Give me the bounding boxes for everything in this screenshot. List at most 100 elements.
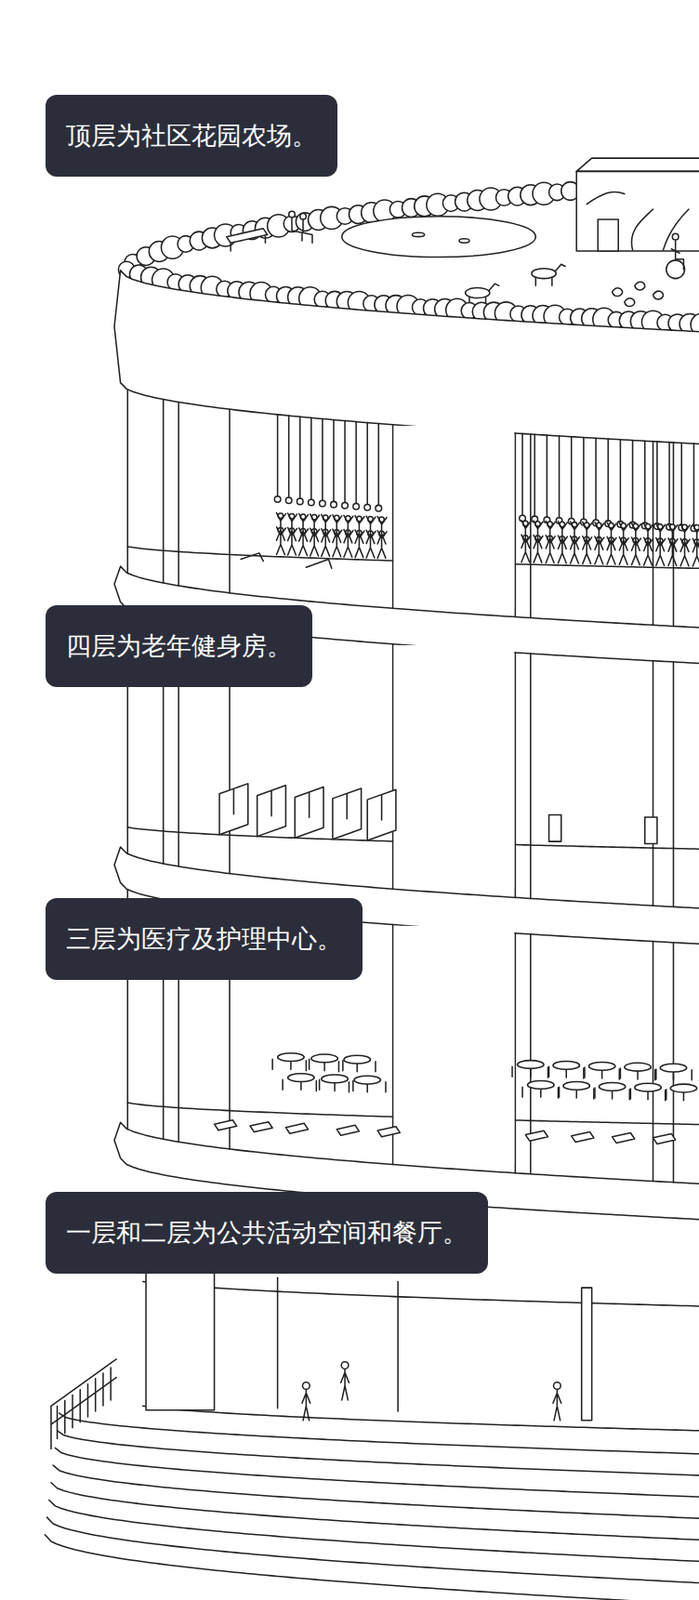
- hanging-ring-rope: [594, 437, 597, 520]
- ground-floor-line: [143, 1405, 699, 1430]
- chair: [583, 1068, 621, 1079]
- mullion: [514, 933, 517, 1174]
- step: [47, 1516, 699, 1583]
- mullion: [127, 389, 130, 574]
- hanging-ring-rope: [606, 438, 609, 521]
- lounge-chair: [377, 1126, 400, 1137]
- partition-screen: [367, 789, 396, 841]
- dining-table: [588, 1061, 616, 1070]
- chair: [619, 1068, 657, 1080]
- lounge-chair: [525, 1130, 548, 1141]
- dining-table: [624, 1062, 652, 1071]
- mullion: [529, 434, 532, 619]
- hanging-ring-rope: [310, 417, 313, 500]
- wall-panel: [394, 645, 515, 888]
- partition-pole: [345, 794, 348, 819]
- exerciser: [606, 522, 617, 551]
- hanging-ring: [296, 498, 304, 505]
- hanging-ring-rope: [619, 439, 622, 522]
- chair: [512, 1066, 550, 1077]
- exerciser: [644, 523, 654, 552]
- label-box: 四层为老年健身房。: [45, 605, 313, 687]
- person-head: [300, 212, 307, 220]
- partition-screen: [294, 786, 324, 838]
- hanging-ring-rope: [632, 440, 634, 523]
- dining-table: [563, 1081, 591, 1091]
- person: [553, 1389, 562, 1421]
- pond-ripple: [412, 232, 425, 237]
- chair: [316, 1081, 354, 1092]
- dining-table: [634, 1082, 662, 1092]
- exerciser: [299, 513, 309, 541]
- pond-ripple: [459, 238, 470, 243]
- chicken: [634, 281, 646, 291]
- inner-floor-line: [514, 844, 699, 850]
- hanging-ring: [319, 500, 327, 507]
- step: [44, 1534, 699, 1600]
- hanging-ring-rope: [546, 435, 549, 517]
- hanging-ring-rope: [668, 442, 671, 525]
- mullion: [529, 653, 532, 898]
- exerciser: [557, 521, 568, 550]
- hanging-ring: [342, 501, 349, 509]
- greenhouse: [576, 171, 699, 251]
- mullion: [652, 941, 655, 1182]
- dining-table: [659, 1063, 687, 1072]
- exerciser: [533, 520, 543, 549]
- exerciser: [288, 513, 298, 541]
- baluster: [56, 1405, 59, 1438]
- exerciser: [570, 521, 581, 550]
- hanging-ring-rope: [680, 442, 683, 525]
- column: [276, 1277, 279, 1408]
- dining-table: [288, 1073, 316, 1082]
- hanging-ring-rope: [521, 433, 524, 515]
- label-text: 三层为医疗及护理中心。: [65, 923, 343, 954]
- seated-people: [291, 217, 313, 243]
- partition-screen: [257, 785, 287, 837]
- chair: [282, 1079, 320, 1090]
- lounge-chair: [285, 1122, 308, 1134]
- mullion: [177, 401, 180, 586]
- hanging-ring-rope: [644, 440, 647, 523]
- chair: [629, 1089, 667, 1100]
- partition-pole: [308, 792, 311, 818]
- exerciser: [343, 514, 354, 543]
- baluster: [109, 1367, 112, 1400]
- goat-legs: [535, 263, 566, 286]
- label-text: 顶层为社区花园农场。: [65, 120, 317, 151]
- door: [549, 815, 562, 843]
- exerciser: [332, 514, 343, 543]
- hanging-ring-rope: [656, 441, 659, 524]
- bench: [226, 228, 268, 251]
- exerciser: [668, 523, 678, 552]
- hanging-ring-rope: [332, 420, 335, 502]
- label-text: 一层和二层为公共活动空间和餐厅。: [65, 1217, 468, 1248]
- hanging-ring-rope: [378, 423, 381, 506]
- step: [57, 1430, 699, 1476]
- hanging-ring: [375, 504, 383, 512]
- mullion: [392, 644, 395, 889]
- exerciser: [521, 520, 531, 549]
- ground-floor-ceiling: [143, 1280, 699, 1306]
- exerciser: [619, 522, 629, 551]
- lounge-chair: [612, 1132, 635, 1143]
- hanging-ring-rope: [366, 422, 369, 505]
- person-head: [553, 1382, 562, 1390]
- person-head: [303, 1382, 311, 1390]
- exerciser: [366, 515, 376, 544]
- hanging-ring-rope: [276, 414, 279, 497]
- mullion: [514, 652, 517, 897]
- greenhouse-plants: [586, 191, 689, 251]
- person-head: [341, 1361, 349, 1370]
- mullion: [672, 942, 675, 1183]
- greenhouse-door: [597, 219, 619, 251]
- mullion: [162, 399, 165, 584]
- exerciser: [656, 523, 666, 552]
- chair: [348, 1081, 386, 1093]
- person: [341, 1369, 350, 1400]
- hanging-ring-rope: [558, 435, 561, 518]
- floor-slab: [114, 270, 699, 445]
- inner-floor-line: [127, 1102, 393, 1117]
